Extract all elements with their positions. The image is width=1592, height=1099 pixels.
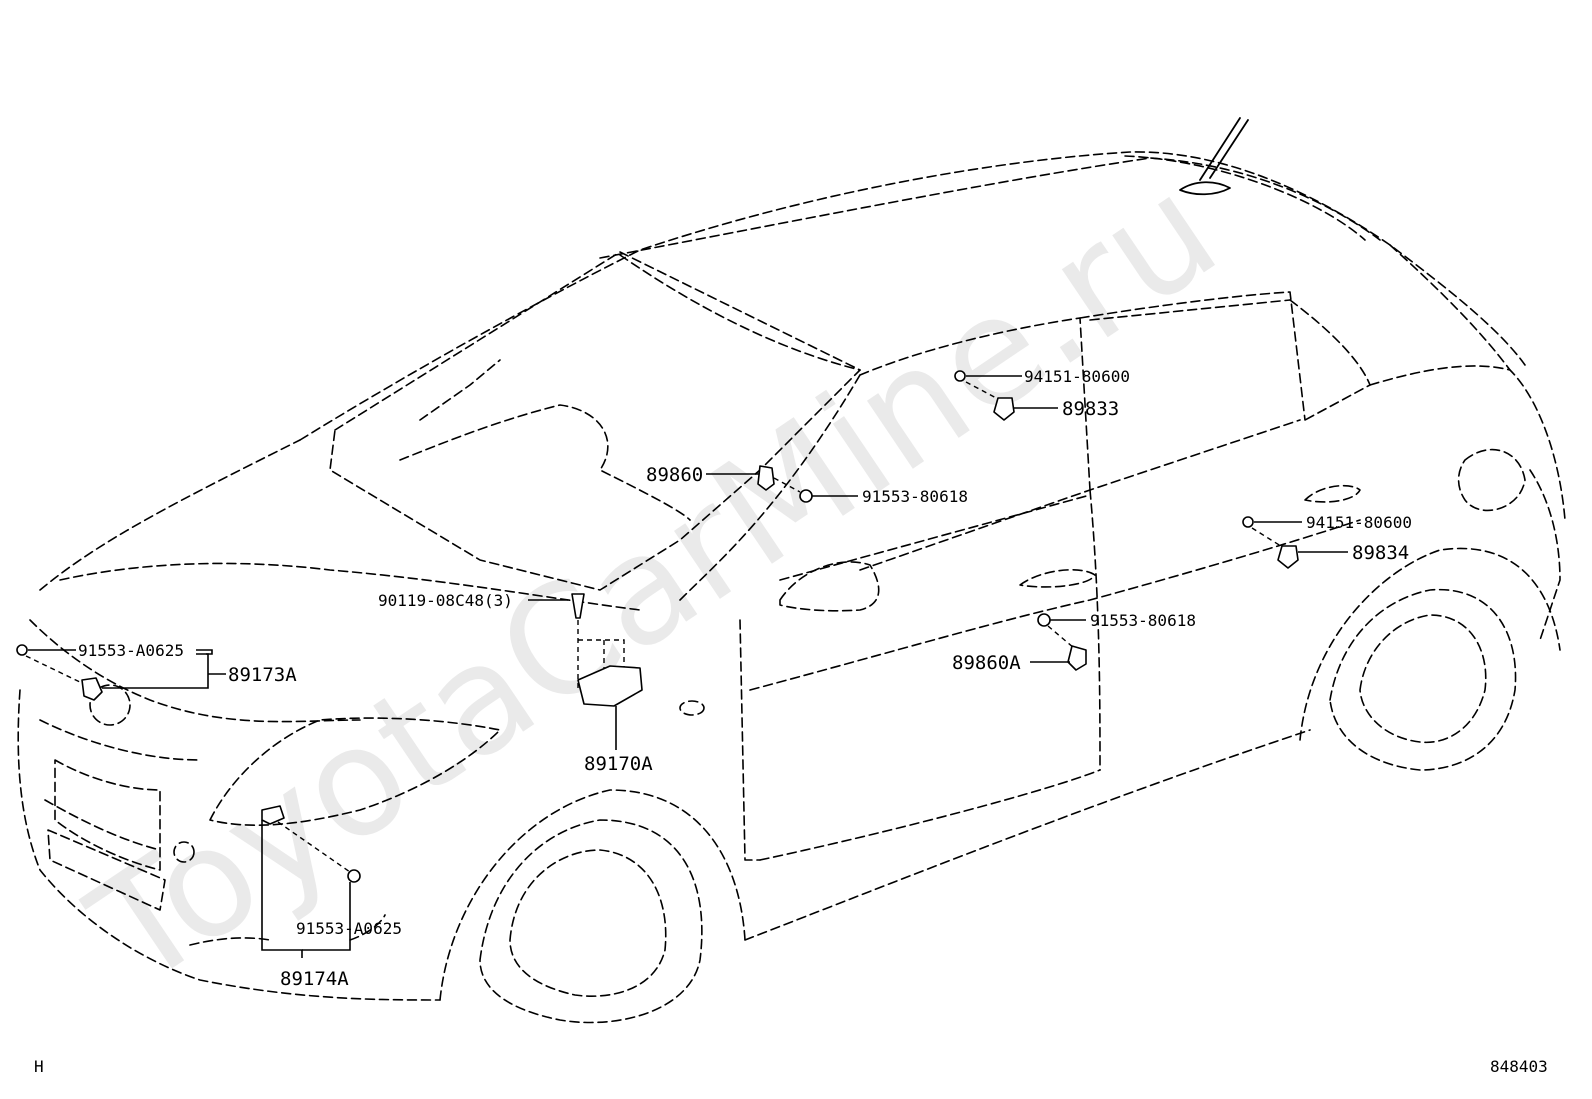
- bolt-icon: [16, 644, 28, 656]
- clip-icon: [1242, 516, 1254, 528]
- label-94151-80600-right: 94151-80600: [1306, 513, 1412, 532]
- label-89834: 89834: [1352, 542, 1409, 564]
- part-89834-group: 94151-80600 89834: [1242, 513, 1412, 569]
- label-91553-a0625-top: 91553-A0625: [78, 641, 184, 660]
- antenna: [1179, 117, 1249, 196]
- part-89860-group: 89860 91553-80618: [646, 464, 968, 506]
- label-89174a: 89174A: [280, 968, 349, 990]
- bolt-icon: [1037, 613, 1051, 627]
- label-90119-08c48: 90119-08C48(3): [378, 591, 513, 610]
- bolt-icon: [347, 869, 361, 883]
- part-89174a-group: 91553-A0625 89174A: [261, 805, 402, 990]
- sensor-icon: [1277, 545, 1299, 569]
- airbag-module-icon: [577, 665, 643, 707]
- sensor-icon: [757, 465, 775, 491]
- sensor-icon: [993, 397, 1015, 421]
- label-89173a: 89173A: [228, 664, 297, 686]
- sensor-icon: [81, 677, 103, 701]
- part-89833-group: 94151-80600 89833: [954, 367, 1130, 421]
- diagram-number: 848403: [1490, 1057, 1548, 1076]
- part-89170a-group: 90119-08C48(3) 89170A: [378, 591, 653, 775]
- part-89173a-group: 91553-A0625 89173A: [16, 641, 297, 701]
- sensor-icon: [261, 805, 285, 825]
- label-89170a: 89170A: [584, 753, 653, 775]
- watermark-text: ToyotaCarMine.ru: [62, 143, 1246, 1021]
- sensor-icon: [1067, 645, 1087, 671]
- bolt-icon: [799, 489, 813, 503]
- part-89860a-group: 91553-80618 89860A: [952, 611, 1196, 674]
- label-91553-80618-top: 91553-80618: [862, 487, 968, 506]
- clip-icon: [954, 370, 966, 382]
- label-94151-80600-top: 94151-80600: [1024, 367, 1130, 386]
- label-91553-80618-mid: 91553-80618: [1090, 611, 1196, 630]
- label-89860: 89860: [646, 464, 703, 486]
- bolt-icon: [571, 593, 585, 619]
- label-89860a: 89860A: [952, 652, 1021, 674]
- corner-mark-left: H: [34, 1057, 44, 1076]
- label-91553-a0625-bottom: 91553-A0625: [296, 919, 402, 938]
- label-89833: 89833: [1062, 398, 1119, 420]
- car-outline: [17, 151, 1566, 1024]
